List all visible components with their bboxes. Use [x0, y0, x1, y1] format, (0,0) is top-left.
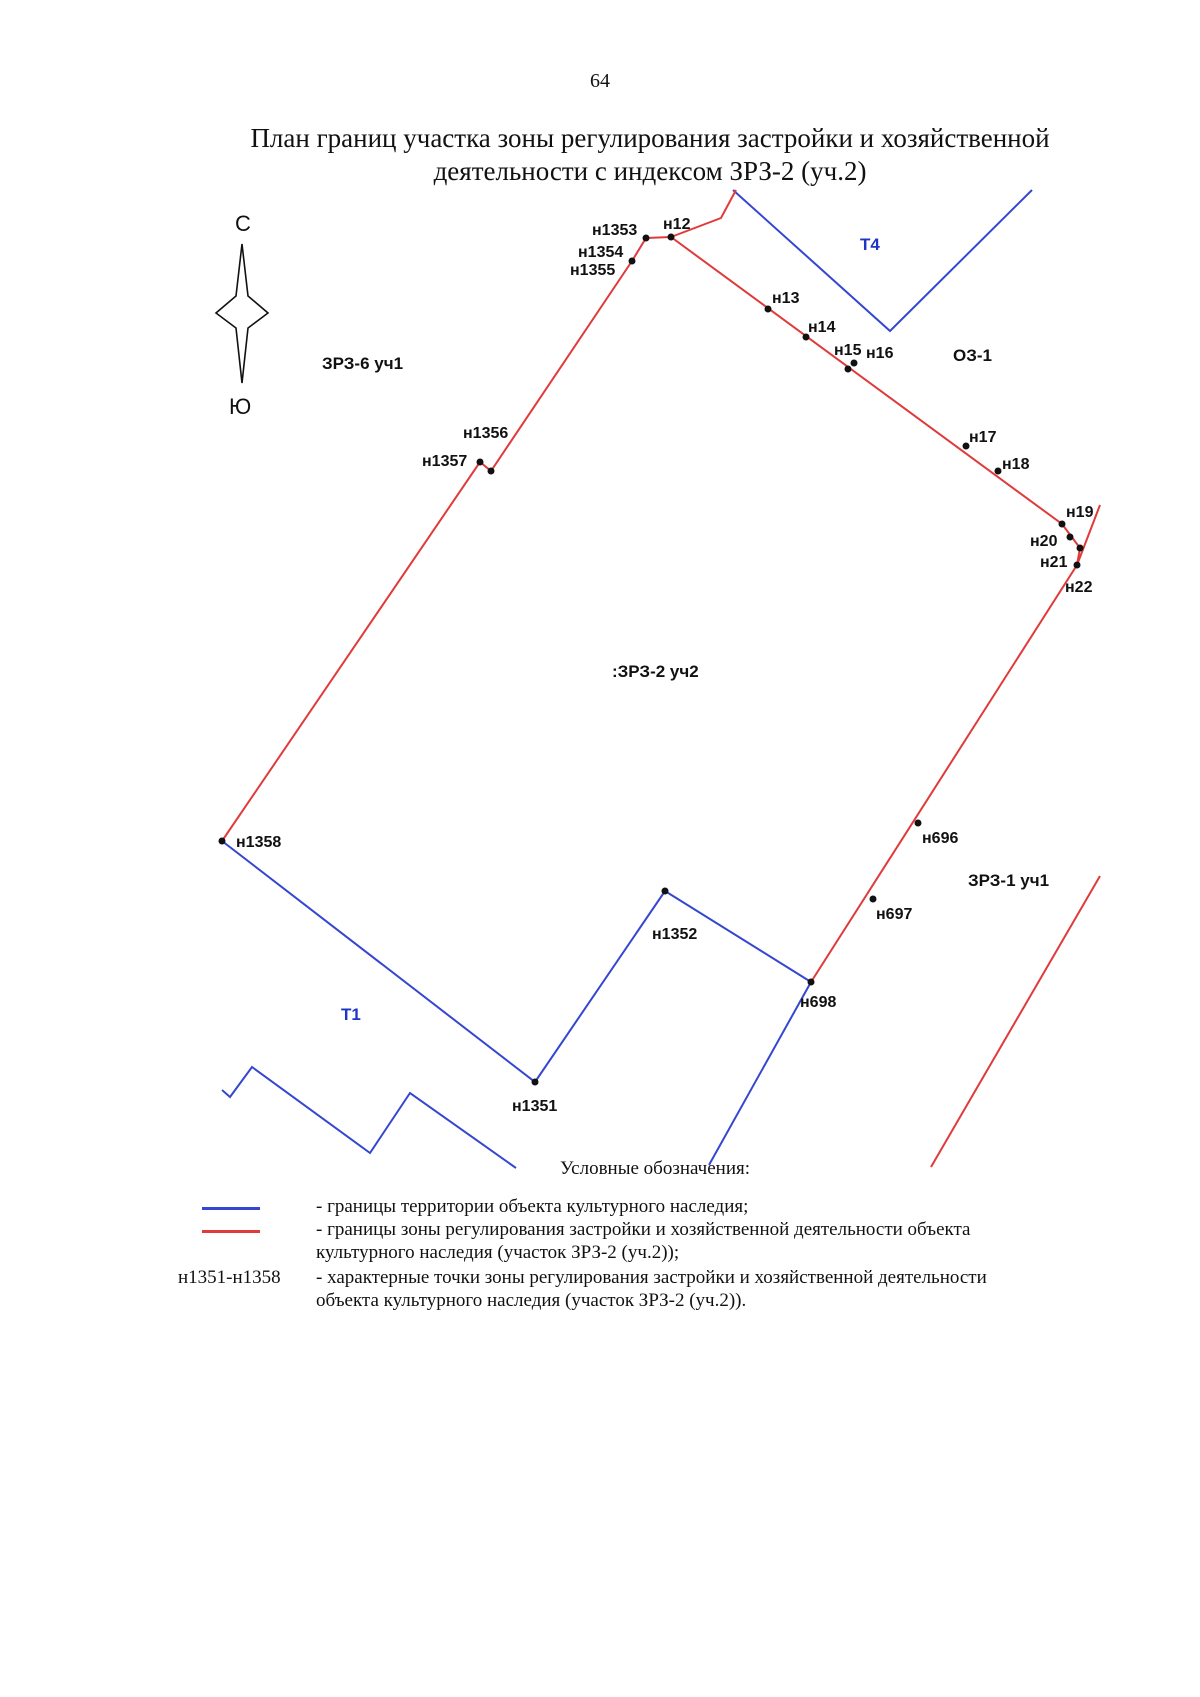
point-labels: н1353 н12 н1354 н1355 н13 н14 н15 н16 н1…	[236, 216, 1094, 1115]
point-n22	[1073, 561, 1081, 569]
label-n14: н14	[808, 319, 836, 336]
map-title-line-1: План границ участка зоны регулирования з…	[250, 123, 1050, 153]
legend-red-line-text-2: культурного наследия (участок ЗРЗ-2 (уч.…	[316, 1242, 680, 1263]
point-n1353	[642, 234, 650, 242]
compass: С Ю	[214, 211, 270, 419]
compass-south-label: Ю	[229, 394, 251, 419]
point-n12	[667, 233, 675, 241]
characteristic-points	[218, 233, 1084, 1086]
legend-points-key: н1351-н1358	[178, 1267, 281, 1288]
label-n15: н15	[834, 342, 862, 359]
label-n1355: н1355	[570, 262, 615, 279]
label-n1356: н1356	[463, 425, 508, 442]
boundary-map: н1353 н12 н1354 н1355 н13 н14 н15 н16 н1…	[214, 189, 1101, 1169]
legend-red-line-text-1: - границы зоны регулирования застройки и…	[316, 1219, 971, 1240]
legend-blue-line-swatch	[202, 1207, 260, 1210]
point-n698	[807, 978, 815, 986]
map-title-line-2: деятельности с индексом ЗРЗ-2 (уч.2)	[433, 156, 867, 186]
label-n17: н17	[969, 429, 997, 446]
point-n19	[1058, 520, 1066, 528]
label-n19: н19	[1066, 504, 1094, 521]
t1-boundary-right	[708, 981, 812, 1166]
label-n1358: н1358	[236, 834, 281, 851]
zone-label-t4: Т4	[860, 235, 880, 254]
zone-label-t1: Т1	[341, 1005, 361, 1024]
legend-red-line-swatch	[202, 1230, 260, 1233]
label-n22: н22	[1065, 579, 1093, 596]
point-n696	[914, 819, 922, 827]
compass-rose-icon	[214, 243, 270, 384]
zrz-boundary-east	[1076, 504, 1101, 566]
point-n1356	[487, 467, 495, 475]
point-n18	[994, 467, 1002, 475]
label-n1354: н1354	[578, 244, 623, 261]
legend-points-text-1: - характерные точки зоны регулирования з…	[316, 1267, 987, 1288]
legend-title: Условные обозначения:	[559, 1158, 751, 1179]
point-n1352	[661, 887, 669, 895]
label-n18: н18	[1002, 456, 1030, 473]
zone-label-zrz2: :ЗРЗ-2 уч2	[612, 662, 699, 681]
compass-north-label: С	[235, 211, 251, 236]
point-n16	[850, 359, 858, 367]
point-n15	[844, 365, 852, 373]
label-n696: н696	[922, 830, 958, 847]
point-n1351	[531, 1078, 539, 1086]
label-n697: н697	[876, 906, 912, 923]
point-n1354	[628, 257, 636, 265]
point-n21	[1076, 544, 1084, 552]
map-title: План границ участка зоны регулирования з…	[170, 122, 1130, 188]
point-n20	[1066, 533, 1074, 541]
zone-labels: Т4 Т1 ОЗ-1 ЗРЗ-6 уч1 :ЗРЗ-2 уч2 ЗРЗ-1 уч…	[322, 235, 1049, 1024]
label-n1353: н1353	[592, 222, 637, 239]
point-n13	[764, 305, 772, 313]
zrz-boundary-north	[670, 189, 737, 238]
label-n12: н12	[663, 216, 691, 233]
zone-label-oz1: ОЗ-1	[953, 346, 992, 365]
label-n20: н20	[1030, 533, 1058, 550]
point-n17	[962, 442, 970, 450]
t4-boundary	[732, 189, 1033, 333]
label-n13: н13	[772, 290, 800, 307]
zone-label-zrz6: ЗРЗ-6 уч1	[322, 354, 403, 373]
label-n1352: н1352	[652, 926, 697, 943]
page-number: 64	[590, 70, 610, 92]
t1-boundary-lower	[221, 1065, 517, 1169]
zone-label-zrz1: ЗРЗ-1 уч1	[968, 871, 1049, 890]
point-n1357	[476, 458, 484, 466]
t1-boundary-upper	[221, 840, 812, 1084]
zrz1-boundary	[930, 875, 1101, 1168]
point-n697	[869, 895, 877, 903]
label-n698: н698	[800, 994, 836, 1011]
point-n14	[802, 333, 810, 341]
point-n1358	[218, 837, 226, 845]
legend-points-text-2: объекта культурного наследия (участок ЗР…	[316, 1290, 747, 1311]
zrz2-boundary	[221, 235, 1082, 983]
legend-blue-line-text: - границы территории объекта культурного…	[316, 1196, 749, 1217]
label-n21: н21	[1040, 554, 1068, 571]
label-n1357: н1357	[422, 453, 467, 470]
label-n1351: н1351	[512, 1098, 557, 1115]
label-n16: н16	[866, 345, 894, 362]
zrz-boundaries	[221, 189, 1101, 1168]
heritage-boundaries	[221, 189, 1033, 1169]
